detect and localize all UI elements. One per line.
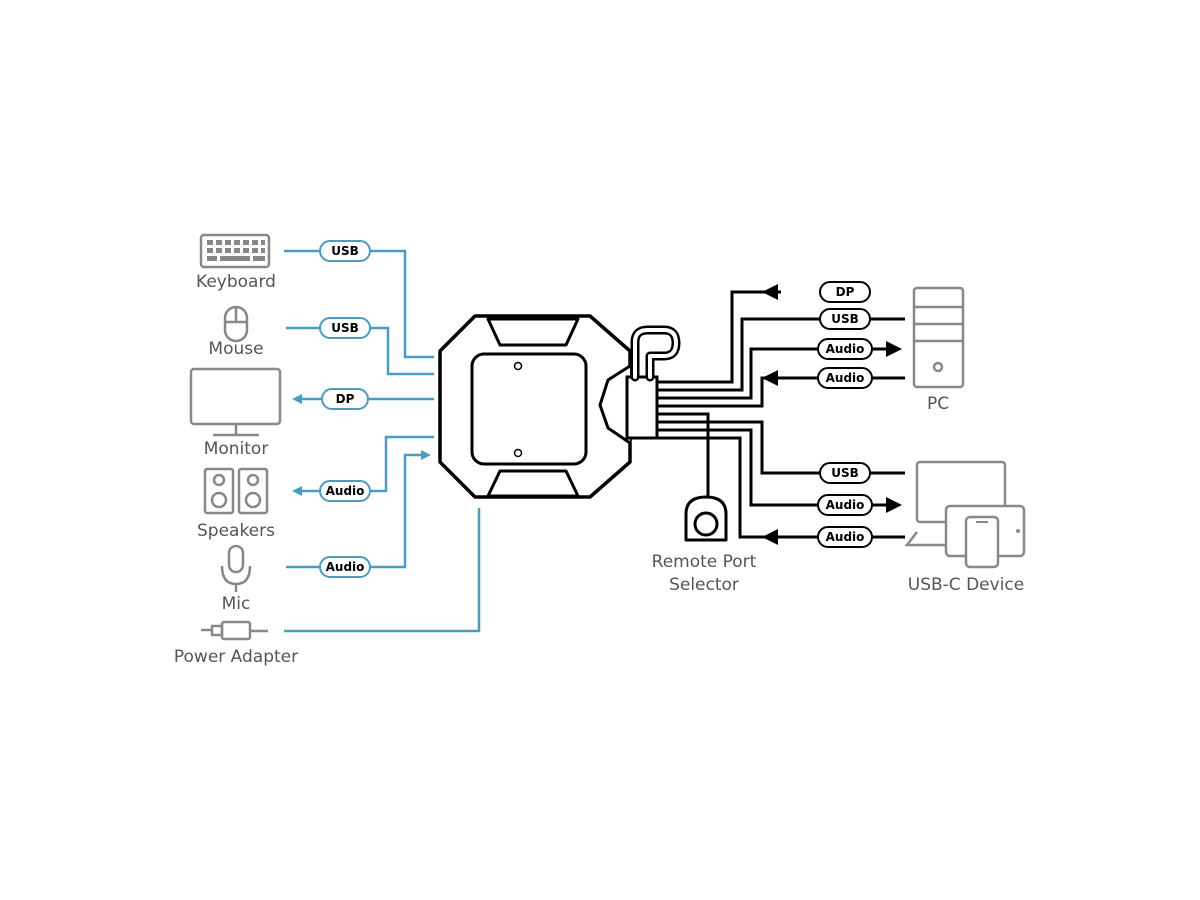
keyboard-label: Keyboard bbox=[196, 272, 276, 292]
svg-text:USB: USB bbox=[331, 321, 359, 335]
svg-text:USB: USB bbox=[831, 312, 859, 326]
arrow-pc-audio-in bbox=[762, 370, 778, 386]
svg-text:Audio: Audio bbox=[826, 498, 865, 512]
tag-usbc-audio-2: Audio bbox=[817, 526, 873, 548]
pc-tower-icon bbox=[912, 286, 965, 389]
mouse-icon bbox=[223, 305, 249, 343]
usbc-device-label: USB-C Device bbox=[908, 575, 1024, 595]
speakers-label: Speakers bbox=[197, 521, 275, 541]
power-plug-icon bbox=[201, 620, 268, 641]
svg-text:USB: USB bbox=[331, 244, 359, 258]
power-cable bbox=[284, 508, 481, 633]
mic-icon bbox=[220, 544, 252, 592]
power-adapter-label: Power Adapter bbox=[174, 647, 298, 667]
speakers-icon bbox=[203, 467, 269, 515]
svg-text:Audio: Audio bbox=[826, 342, 865, 356]
keyboard-cable bbox=[284, 249, 434, 359]
remote-port-label-2: Selector bbox=[669, 575, 739, 595]
tag-pc-dp: DP bbox=[819, 281, 871, 303]
usbc-device-icon bbox=[904, 460, 1026, 569]
svg-text:Audio: Audio bbox=[826, 371, 865, 385]
arrow-usbc-audio-out bbox=[886, 497, 902, 513]
tag-mouse-usb: USB bbox=[319, 317, 371, 339]
mouse-label: Mouse bbox=[208, 339, 263, 359]
tag-pc-audio-2: Audio bbox=[817, 367, 873, 389]
tag-usbc-audio-1: Audio bbox=[817, 494, 873, 516]
svg-text:USB: USB bbox=[831, 466, 859, 480]
remote-port-label-1: Remote Port bbox=[652, 552, 757, 572]
keyboard-icon bbox=[199, 233, 271, 269]
mic-cable bbox=[286, 450, 431, 569]
mic-label: Mic bbox=[222, 594, 251, 614]
svg-text:Audio: Audio bbox=[826, 530, 865, 544]
monitor-icon bbox=[189, 367, 282, 437]
svg-text:DP: DP bbox=[836, 285, 855, 299]
arrow-pc-audio-out bbox=[886, 341, 902, 357]
tag-keyboard-usb: USB bbox=[319, 240, 371, 262]
tag-mic-audio: Audio bbox=[319, 556, 371, 578]
monitor-label: Monitor bbox=[204, 439, 269, 459]
tag-monitor-dp: DP bbox=[321, 388, 369, 410]
tag-usbc-usb: USB bbox=[819, 462, 871, 484]
svg-text:Audio: Audio bbox=[326, 484, 365, 498]
arrow-usbc-audio-in bbox=[762, 529, 778, 545]
tag-pc-usb: USB bbox=[819, 308, 871, 330]
tag-speakers-audio: Audio bbox=[319, 480, 371, 502]
arrow-pc-dp bbox=[762, 284, 778, 300]
tag-pc-audio-1: Audio bbox=[817, 338, 873, 360]
kvm-switch bbox=[438, 314, 681, 499]
svg-text:Audio: Audio bbox=[326, 560, 365, 574]
remote-port-selector-icon bbox=[684, 495, 728, 542]
svg-text:DP: DP bbox=[336, 392, 355, 406]
pc-label: PC bbox=[927, 394, 949, 414]
